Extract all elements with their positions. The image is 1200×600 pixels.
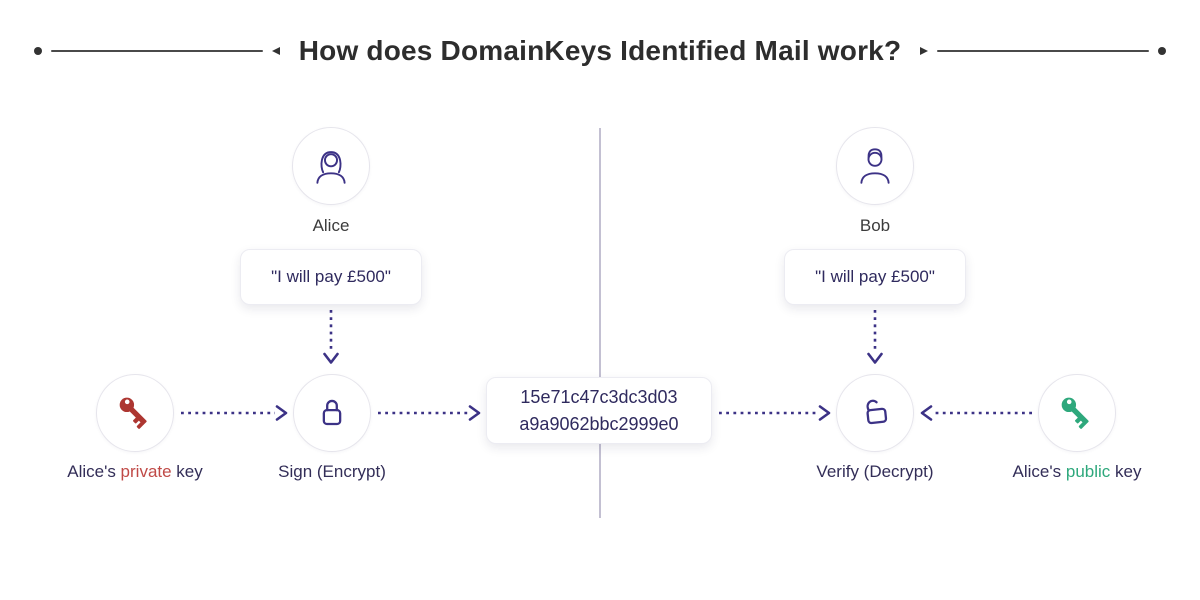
hash-box: 15e71c47c3dc3d03 a9a9062bbc2999e0 [486, 377, 712, 444]
red-key-icon [112, 390, 158, 436]
bob-message-to-verify-arrow [863, 308, 887, 366]
public-key-label-highlight: public [1065, 462, 1111, 481]
title-left-arrowhead-icon [271, 47, 280, 55]
green-key-icon [1054, 390, 1100, 436]
bob-avatar [836, 127, 914, 205]
public-key-label-suffix: key [1110, 462, 1142, 481]
public-key-badge [1038, 374, 1116, 452]
man-avatar-icon [852, 143, 898, 189]
bob-message-box: "I will pay £500" [784, 249, 966, 305]
verify-badge [836, 374, 914, 452]
public-key-to-verify-arrow [919, 401, 1034, 425]
alice-name: Alice [312, 216, 350, 235]
page-title: How does DomainKeys Identified Mail work… [298, 35, 902, 66]
private-key-badge [96, 374, 174, 452]
alice-avatar [292, 127, 370, 205]
alice-message-text: "I will pay £500" [271, 267, 391, 286]
public-key-label: Alice's public key [1013, 462, 1142, 482]
center-divider [599, 128, 601, 518]
title-left-rule [51, 50, 263, 52]
sign-badge [293, 374, 371, 452]
public-key-label-prefix: Alice's [1012, 462, 1066, 481]
private-key-label-highlight: private [120, 462, 172, 481]
open-padlock-icon [852, 390, 898, 436]
sign-label: Sign (Encrypt) [278, 462, 386, 481]
bob-name: Bob [859, 216, 891, 235]
closed-padlock-icon [309, 390, 355, 436]
bob-message-text: "I will pay £500" [815, 267, 935, 286]
sign-to-hash-arrow [376, 401, 482, 425]
alice-message-to-sign-arrow [319, 308, 343, 366]
title-row: How does DomainKeys Identified Mail work… [34, 32, 1166, 70]
hash-line-1: 15e71c47c3dc3d03 [520, 387, 678, 408]
alice-message-box: "I will pay £500" [240, 249, 422, 305]
woman-avatar-icon [308, 143, 354, 189]
title-right-rule [937, 50, 1149, 52]
private-key-label-prefix: Alice's [67, 462, 121, 481]
title-right-dot [1158, 47, 1166, 55]
hash-to-verify-arrow [717, 401, 832, 425]
private-key-label: Alice's private key [67, 462, 203, 482]
private-key-to-sign-arrow [179, 401, 289, 425]
title-right-arrowhead-icon [920, 47, 929, 55]
verify-label: Verify (Decrypt) [816, 462, 934, 481]
private-key-label-suffix: key [171, 462, 203, 481]
title-left-dot [34, 47, 42, 55]
hash-line-2: a9a9062bbc2999e0 [519, 413, 679, 434]
